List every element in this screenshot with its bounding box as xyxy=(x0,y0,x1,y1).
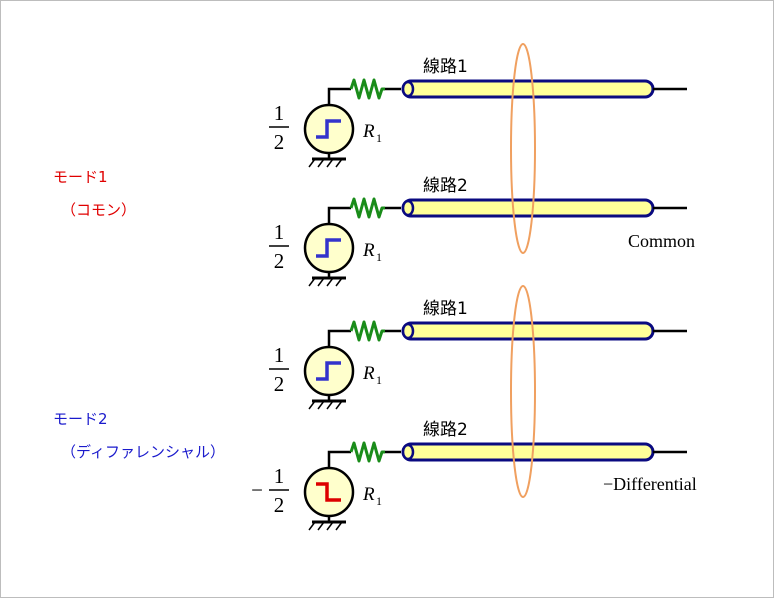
transmission-line-end-cap xyxy=(401,199,415,217)
source-denominator: 2 xyxy=(274,130,285,154)
resistor-label: R xyxy=(362,484,375,505)
voltage-source xyxy=(303,466,355,518)
source-numerator: 1 xyxy=(274,343,285,367)
ground-hatch xyxy=(335,521,343,531)
ground-hatch xyxy=(326,521,334,531)
resistor-label: R xyxy=(362,121,375,142)
mode2-coupling-ellipse xyxy=(510,285,536,498)
line-label: 線路2 xyxy=(423,420,468,440)
rising-step-icon xyxy=(316,361,341,381)
transmission-line-end-cap xyxy=(401,80,415,98)
mode1-coupling-ellipse xyxy=(510,43,536,254)
ground-hatch xyxy=(308,521,316,531)
source-numerator: 1 xyxy=(274,101,285,125)
wire xyxy=(327,87,351,105)
voltage-source xyxy=(303,345,355,397)
transmission-line-end-cap xyxy=(401,322,415,340)
resistor-subscript: 1 xyxy=(376,494,382,508)
resistor xyxy=(349,197,385,219)
resistor-subscript: 1 xyxy=(376,250,382,264)
ground-hatch xyxy=(317,521,325,531)
falling-step-icon xyxy=(316,482,341,502)
source-denominator: 2 xyxy=(274,249,285,273)
ground-hatch xyxy=(308,277,316,287)
line-label: 線路1 xyxy=(423,57,468,77)
mode1-sublabel: （コモン） xyxy=(61,201,137,219)
transmission-line xyxy=(401,321,655,341)
source-numerator: 1 xyxy=(274,220,285,244)
ground-hatch xyxy=(317,277,325,287)
line-label: 線路2 xyxy=(423,176,468,196)
voltage-source xyxy=(303,222,355,274)
ground-hatch xyxy=(326,277,334,287)
mode2-label: モード2 xyxy=(53,410,108,428)
ground-hatch xyxy=(326,400,334,410)
line-label: 線路1 xyxy=(423,299,468,319)
transmission-line xyxy=(401,198,655,218)
wire xyxy=(327,450,351,468)
transmission-line xyxy=(401,442,655,462)
mode1-label: モード1 xyxy=(53,168,108,186)
wire xyxy=(327,329,351,347)
mode2-name: −Differential xyxy=(603,474,697,494)
transmission-line-end-cap xyxy=(401,443,415,461)
transmission-line xyxy=(401,79,655,99)
wire xyxy=(327,206,351,224)
rising-step-icon xyxy=(316,238,341,258)
ground-hatch xyxy=(308,400,316,410)
resistor-label: R xyxy=(362,240,375,261)
ground-hatch xyxy=(335,400,343,410)
resistor xyxy=(349,78,385,100)
source-denominator: 2 xyxy=(274,493,285,517)
resistor-label: R xyxy=(362,363,375,384)
ground-hatch xyxy=(335,158,343,168)
voltage-source xyxy=(303,103,355,155)
source-sign: − xyxy=(251,478,263,502)
ground-hatch xyxy=(308,158,316,168)
ground-hatch xyxy=(335,277,343,287)
source-numerator: 1 xyxy=(274,464,285,488)
ground-hatch xyxy=(326,158,334,168)
mode2-sublabel: （ディファレンシャル） xyxy=(61,443,225,461)
mode1-name: Common xyxy=(628,231,695,251)
resistor xyxy=(349,320,385,342)
resistor xyxy=(349,441,385,463)
resistor-subscript: 1 xyxy=(376,131,382,145)
source-denominator: 2 xyxy=(274,372,285,396)
ground-hatch xyxy=(317,400,325,410)
ground-hatch xyxy=(317,158,325,168)
rising-step-icon xyxy=(316,119,341,139)
resistor-subscript: 1 xyxy=(376,373,382,387)
